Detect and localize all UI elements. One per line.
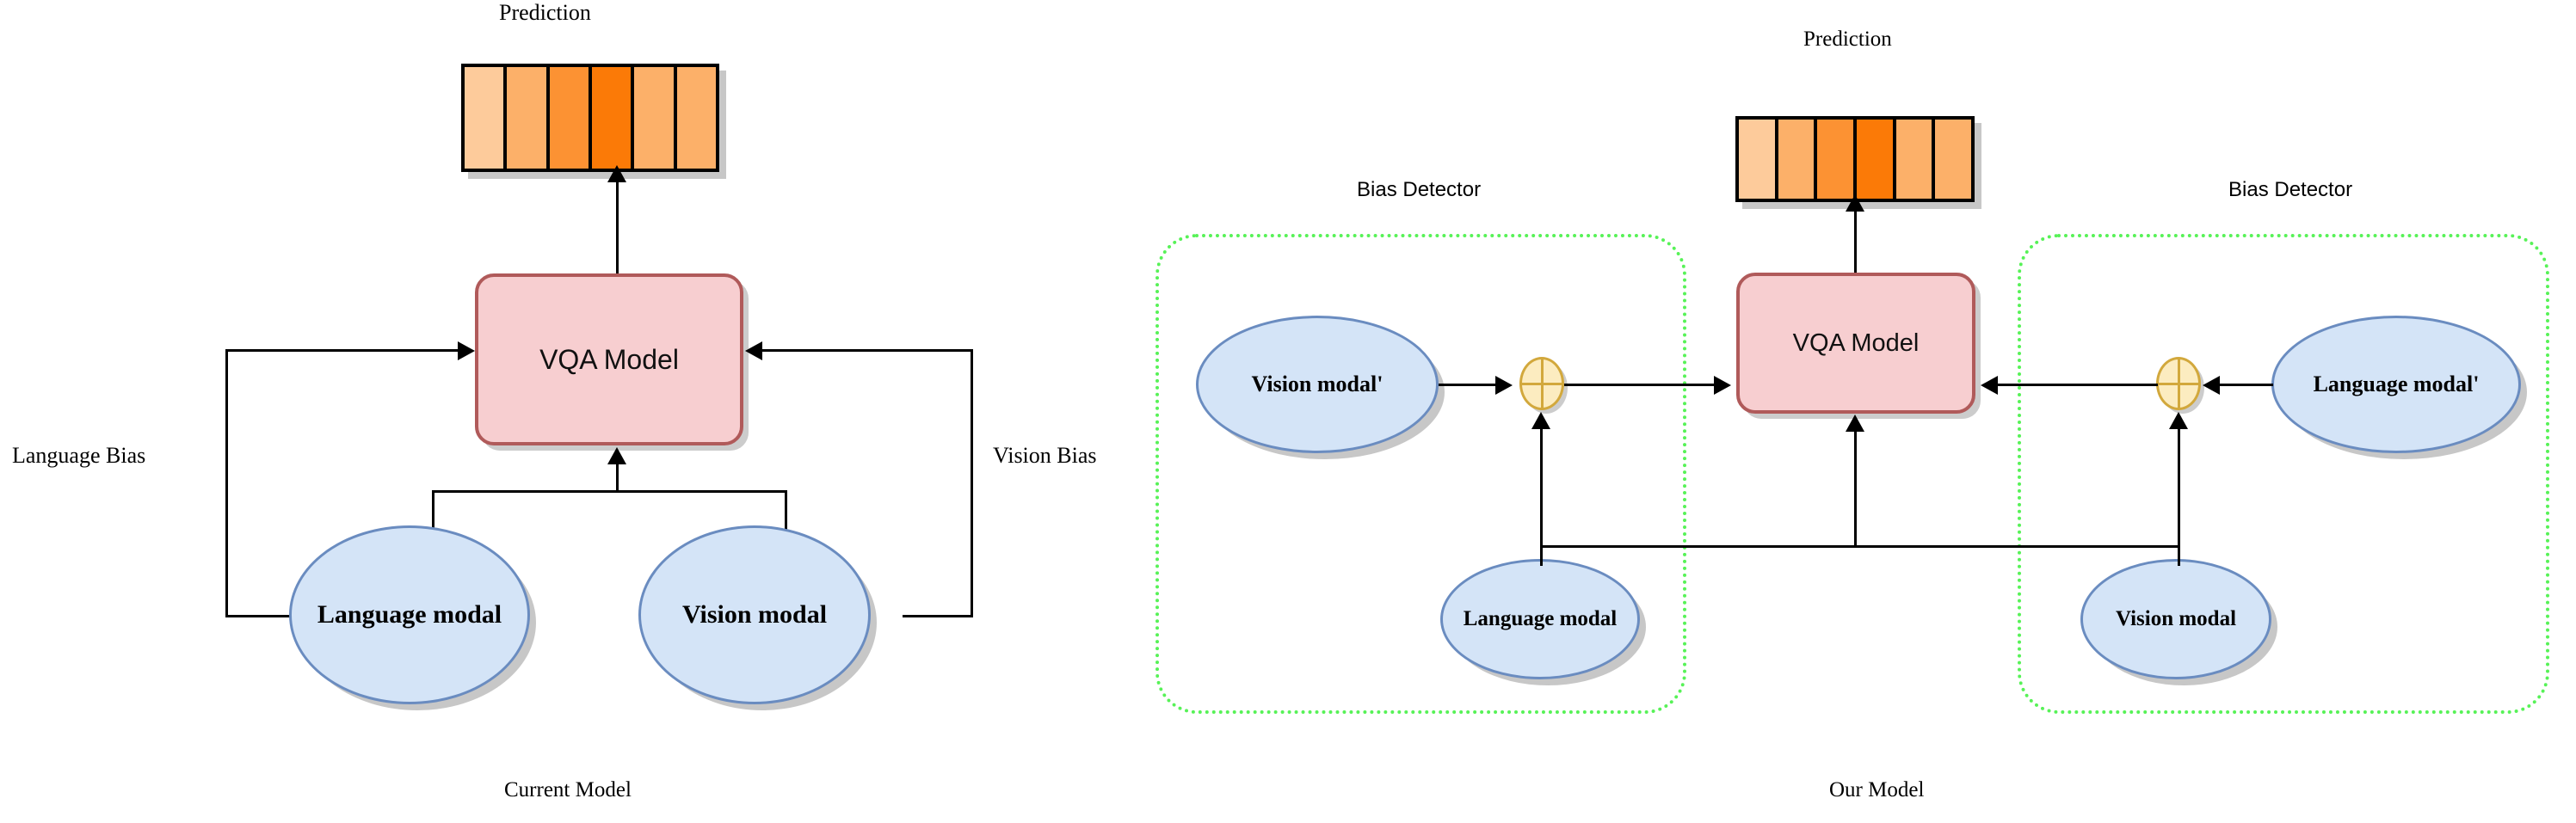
right-arrow-languageprime-icon: [2203, 376, 2220, 395]
right-vqa-model-box: VQA Model: [1736, 273, 1975, 414]
left-vision-bias-label: Vision Bias: [993, 443, 1097, 468]
right-panel-caption: Our Model: [1829, 778, 1925, 802]
right-connector-language-to-sum-left: [1540, 428, 1543, 566]
left-arrow-to-prediction-icon: [607, 165, 626, 182]
right-node-vision-modal-prime: Vision modal': [1196, 316, 1439, 453]
right-node-language-modal: Language modal: [1440, 559, 1640, 679]
right-connector-languageprime-to-sum: [2218, 384, 2273, 386]
right-arrow-sum-to-model-left-icon: [1714, 376, 1731, 395]
left-prediction-cell: [549, 67, 592, 169]
right-prediction-bar: [1735, 116, 1975, 202]
right-connector-sum-to-model-left: [1564, 384, 1716, 386]
left-prediction-cell: [591, 67, 635, 169]
right-prediction-cell: [1817, 120, 1858, 199]
left-language-bias-top-segment: [225, 349, 459, 352]
right-connector-vision-to-sum-right: [2178, 428, 2180, 566]
left-node-vision-modal: Vision modal: [638, 525, 871, 704]
left-language-bias-vertical-segment: [225, 349, 228, 617]
left-panel-caption: Current Model: [504, 778, 632, 802]
left-node-language-modal: Language modal: [289, 525, 530, 704]
left-vision-bias-vertical-segment: [971, 349, 973, 617]
right-prediction-cell: [1895, 120, 1936, 199]
left-prediction-cell: [507, 67, 550, 169]
left-prediction-cell: [676, 67, 716, 169]
left-detector-title: Bias Detector: [1357, 178, 1482, 201]
left-arrow-language-bias-icon: [458, 341, 475, 360]
sum-operator-right: [2156, 357, 2201, 410]
left-prediction-label: Prediction: [499, 0, 591, 25]
right-prediction-cell: [1739, 120, 1778, 199]
right-prediction-label: Prediction: [1803, 28, 1892, 51]
left-arrow-fork-to-model-icon: [607, 447, 626, 464]
right-cross-bus-horizontal: [1540, 545, 2180, 548]
right-cross-bus-stem: [1854, 430, 1857, 547]
right-prediction-cell: [1778, 120, 1818, 199]
right-node-language-modal-prime: Language modal': [2271, 316, 2521, 453]
right-arrow-language-to-sum-icon: [1531, 412, 1550, 429]
right-connector-model-to-prediction: [1854, 208, 1857, 275]
left-vision-bias-bottom-segment: [903, 615, 973, 617]
left-prediction-bar: [461, 64, 719, 172]
left-arrow-vision-bias-icon: [745, 341, 762, 360]
left-connector-model-to-prediction: [616, 181, 619, 275]
left-vqa-model-box: VQA Model: [475, 273, 743, 445]
right-arrow-vision-to-sum-icon: [2169, 412, 2188, 429]
sum-operator-left: [1519, 357, 1564, 410]
right-arrow-to-prediction-icon: [1846, 194, 1864, 212]
left-language-bias-bottom-segment: [225, 615, 294, 617]
left-fork-horizontal: [432, 490, 787, 493]
left-fork-stem: [616, 463, 619, 492]
left-vision-bias-top-segment: [761, 349, 973, 352]
left-prediction-cell: [634, 67, 677, 169]
right-connector-visionprime-to-sum: [1439, 384, 1501, 386]
right-detector-title: Bias Detector: [2228, 178, 2353, 201]
right-prediction-cell: [1857, 120, 1896, 199]
right-arrow-bus-to-model-icon: [1846, 415, 1864, 432]
right-connector-sum-to-model-right: [1996, 384, 2158, 386]
right-node-vision-modal: Vision modal: [2080, 559, 2271, 679]
right-arrow-sum-to-model-right-icon: [1981, 376, 1998, 395]
right-prediction-cell: [1935, 120, 1972, 199]
right-arrow-visionprime-icon: [1495, 376, 1513, 395]
left-prediction-cell: [465, 67, 508, 169]
left-language-bias-label: Language Bias: [12, 443, 146, 468]
